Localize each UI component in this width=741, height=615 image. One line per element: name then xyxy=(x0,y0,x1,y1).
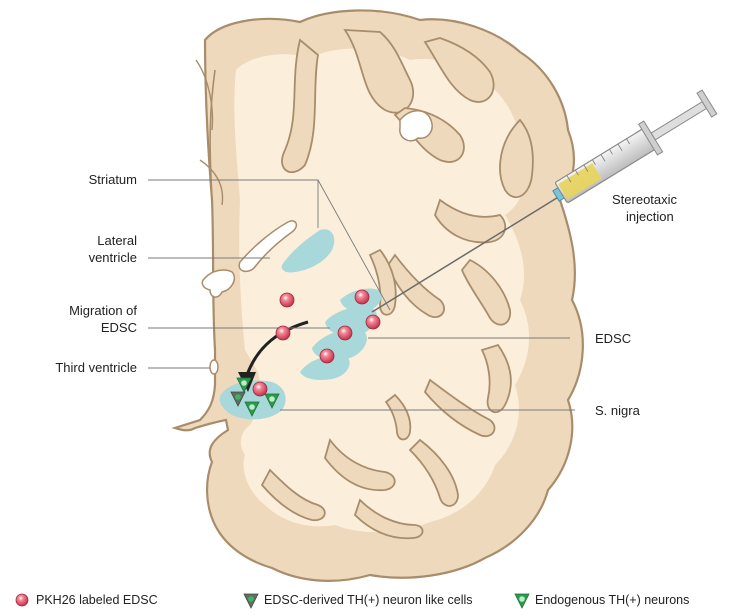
label-lateral-ventricle-2: ventricle xyxy=(89,250,137,265)
red-cell-icon xyxy=(276,326,290,340)
label-third-ventricle: Third ventricle xyxy=(55,360,137,375)
legend-label-endogenous: Endogenous TH(+) neurons xyxy=(535,593,689,607)
label-migration-2: EDSC xyxy=(101,320,137,335)
red-cell-icon xyxy=(338,326,352,340)
label-striatum: Striatum xyxy=(89,172,137,187)
red-cell-icon xyxy=(16,594,28,606)
legend: PKH26 labeled EDSC EDSC-derived TH(+) ne… xyxy=(16,593,689,608)
label-stereotaxic-2: injection xyxy=(626,209,674,224)
red-cell-icon xyxy=(366,315,380,329)
third-ventricle-shape xyxy=(210,360,218,374)
legend-item-edsc-derived: EDSC-derived TH(+) neuron like cells xyxy=(244,593,473,608)
label-stereotaxic-1: Stereotaxic xyxy=(612,192,678,207)
label-s-nigra: S. nigra xyxy=(595,403,641,418)
red-cell-icon xyxy=(355,290,369,304)
label-edsc: EDSC xyxy=(595,331,631,346)
legend-label-edsc-derived: EDSC-derived TH(+) neuron like cells xyxy=(264,593,473,607)
legend-item-endogenous: Endogenous TH(+) neurons xyxy=(515,593,689,608)
red-cell-icon xyxy=(320,349,334,363)
upper-ventricle-hole xyxy=(400,111,432,141)
legend-label-pkh26: PKH26 labeled EDSC xyxy=(36,593,158,607)
label-lateral-ventricle-1: Lateral xyxy=(97,233,137,248)
legend-item-pkh26: PKH26 labeled EDSC xyxy=(16,593,158,607)
red-cell-icon xyxy=(280,293,294,307)
label-migration-1: Migration of xyxy=(69,303,137,318)
